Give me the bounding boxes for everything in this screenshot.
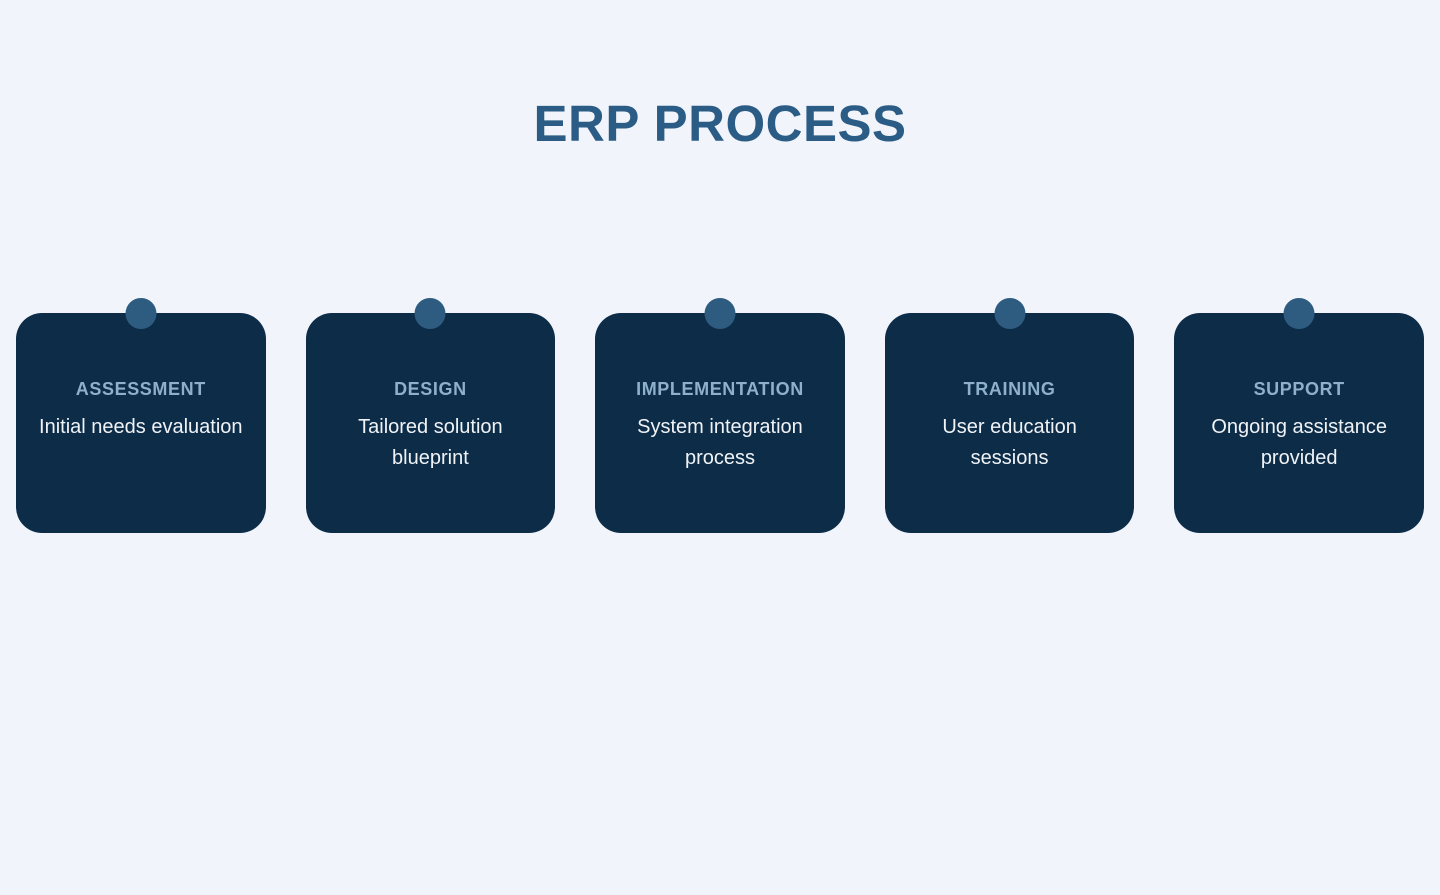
card-description: Ongoing assistance provided	[1211, 416, 1387, 469]
process-cards-row: ASSESSMENT Initial needs evaluation DESI…	[0, 298, 1440, 533]
card-description: Initial needs evaluation	[39, 416, 243, 438]
process-card-implementation: IMPLEMENTATION System integration proces…	[595, 298, 845, 533]
process-card-training: TRAINING User education sessions	[884, 298, 1135, 533]
pin-dot-icon	[1283, 298, 1315, 329]
pin-dot-icon	[414, 298, 446, 329]
card-description: User education sessions	[942, 416, 1077, 469]
pin-dot-icon	[125, 298, 157, 329]
card-description: Tailored solution blueprint	[358, 416, 503, 469]
card-heading: TRAINING	[963, 379, 1056, 399]
process-card-design: DESIGN Tailored solution blueprint	[305, 298, 556, 533]
process-card-assessment: ASSESSMENT Initial needs evaluation	[16, 298, 266, 533]
pin-dot-icon	[994, 298, 1026, 329]
card-heading: DESIGN	[394, 379, 467, 399]
card-description: System integration process	[637, 416, 803, 469]
card-heading: ASSESSMENT	[75, 379, 206, 399]
pin-dot-icon	[704, 298, 736, 329]
process-card-support: SUPPORT Ongoing assistance provided	[1174, 298, 1424, 533]
card-heading: SUPPORT	[1253, 379, 1345, 399]
card-heading: IMPLEMENTATION	[636, 379, 804, 399]
page-title: ERP PROCESS	[533, 95, 907, 152]
